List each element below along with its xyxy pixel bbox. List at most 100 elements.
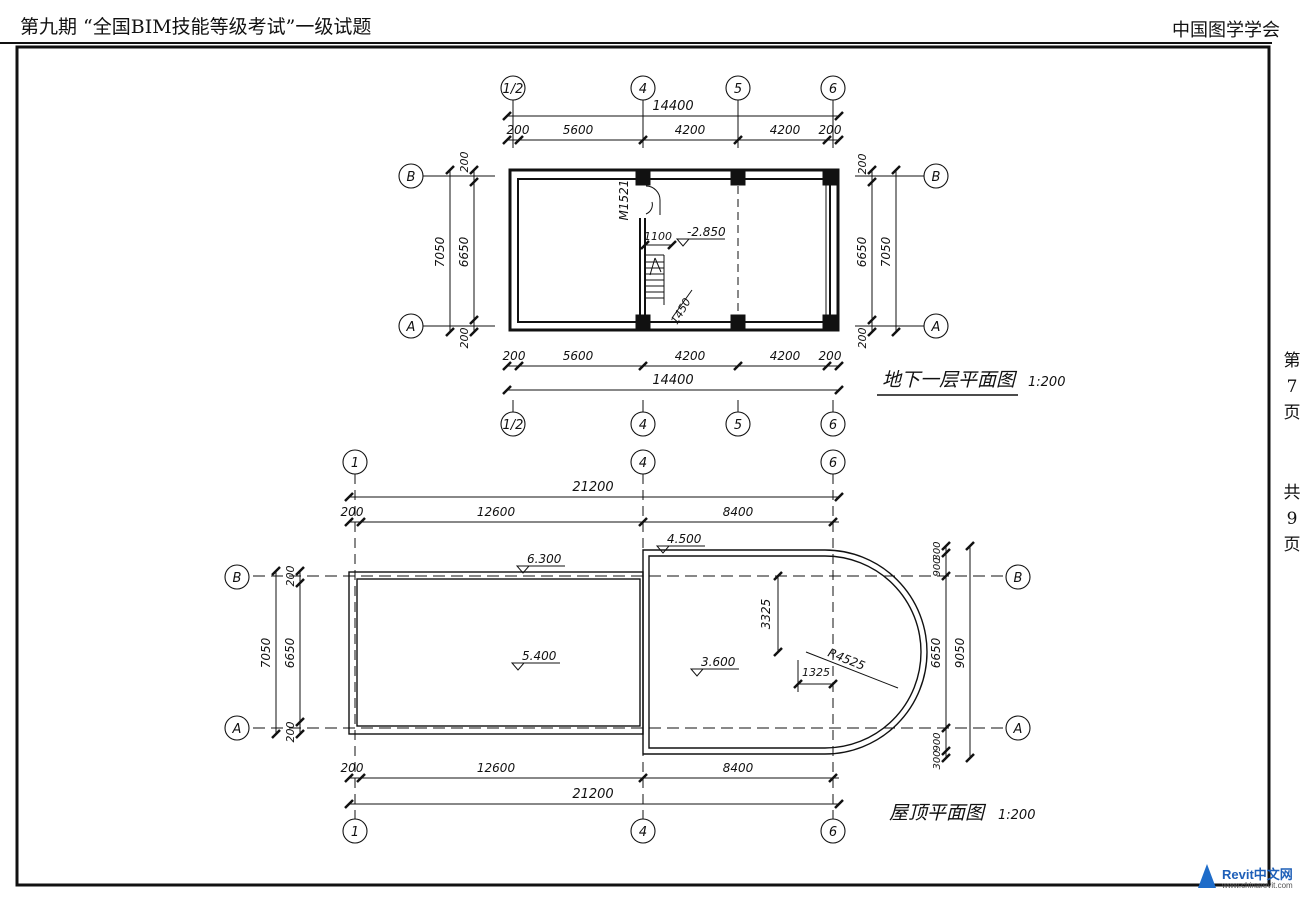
page-label-suffix: 页 xyxy=(1283,403,1301,423)
structural-column xyxy=(822,170,838,186)
dimension-text: 3325 xyxy=(759,599,773,630)
dimension-text: 300 xyxy=(932,541,943,560)
roof-axis-B-right-label: B xyxy=(1014,571,1023,586)
roof-level-4500: 4.500 xyxy=(667,532,702,546)
door-swing xyxy=(645,201,653,215)
sheet-border xyxy=(15,45,1271,887)
dimension-tick xyxy=(356,517,366,527)
dimension-tick xyxy=(344,799,354,809)
dimension-tick xyxy=(469,177,479,187)
dimension-tick xyxy=(271,729,281,739)
dimension-text: 1100 xyxy=(644,230,672,243)
dimension-text: 900 xyxy=(932,732,943,751)
dimension-text: 200 xyxy=(458,152,471,173)
structural-column xyxy=(635,314,651,330)
dimension-text: 300 xyxy=(932,750,943,769)
basement-total-width: 14400 xyxy=(652,99,693,114)
dimension-tick xyxy=(445,165,455,175)
dimension-text: 200 xyxy=(503,349,526,363)
dimension-tick xyxy=(941,723,951,733)
roof-left-inner xyxy=(356,578,641,727)
dimension-text: 8400 xyxy=(723,761,754,775)
roof-axis-A-left-bubble xyxy=(224,715,250,741)
dimension-tick xyxy=(295,566,305,576)
dimension-text: 4200 xyxy=(675,123,706,137)
dimension-line xyxy=(671,289,693,319)
basement-total-width: 14400 xyxy=(652,373,693,388)
roof-left-total-depth: 7050 xyxy=(259,637,273,668)
roof-total-width: 21200 xyxy=(572,480,613,495)
dimension-text: 200 xyxy=(284,722,297,743)
dimension-text: 900 xyxy=(932,557,943,576)
page-number: 7 xyxy=(1286,377,1298,397)
roof-level-3600: 3.600 xyxy=(701,655,736,669)
structural-column xyxy=(730,314,746,330)
dimension-tick xyxy=(822,135,832,145)
dimension-tick xyxy=(514,361,524,371)
dimension-tick xyxy=(773,571,783,581)
dimension-text: 8400 xyxy=(723,505,754,519)
roof-plan-title: 屋顶平面图 xyxy=(889,802,987,824)
basement-axis-4-bottom-label: 4 xyxy=(639,418,647,433)
dimension-text: 5600 xyxy=(563,123,594,137)
dimension-text: 4200 xyxy=(770,123,801,137)
dimension-tick xyxy=(834,799,844,809)
roof-axis-B-left-label: B xyxy=(233,571,242,586)
dimension-tick xyxy=(469,327,479,337)
door-label: M1521 xyxy=(617,180,631,221)
dimension-text: 200 xyxy=(819,349,842,363)
dimension-tick xyxy=(867,327,877,337)
roof-axis-B-left-bubble xyxy=(224,564,250,590)
stair-arrow xyxy=(649,257,662,276)
roof-axis-1-bottom-label: 1 xyxy=(351,825,359,840)
structural-column xyxy=(730,170,746,186)
roof-plan-scale: 1:200 xyxy=(998,808,1035,823)
dimension-tick xyxy=(502,385,512,395)
dimension-tick xyxy=(295,717,305,727)
dimension-tick xyxy=(834,492,844,502)
dimension-text: 5600 xyxy=(563,349,594,363)
roof-axis-A-right-bubble xyxy=(1005,715,1031,741)
dimension-tick xyxy=(502,361,512,371)
dimension-tick xyxy=(891,327,901,337)
dimension-text: 1325 xyxy=(802,666,830,679)
basement-axis-6-bottom-label: 6 xyxy=(829,418,837,433)
revit-logo-icon xyxy=(1198,864,1216,888)
dimension-tick xyxy=(834,385,844,395)
basement-axis-B-right-label: B xyxy=(932,170,941,185)
dimension-text: 12600 xyxy=(477,505,516,519)
dimension-tick xyxy=(941,571,951,581)
roof-right-total-depth: 9050 xyxy=(953,637,967,668)
roof-axis-6-top-label: 6 xyxy=(829,456,837,471)
roof-left-outline xyxy=(348,571,644,735)
dimension-text: 6650 xyxy=(283,637,297,668)
basement-plan-scale: 1:200 xyxy=(1028,375,1065,390)
dimension-text: 200 xyxy=(284,566,297,587)
dimension-tick xyxy=(733,135,743,145)
dimension-text: 200 xyxy=(458,328,471,349)
roof-right-inner xyxy=(648,555,922,749)
radius-leader xyxy=(805,651,899,689)
page-number-label: 第 7 页 xyxy=(1280,348,1304,426)
dimension-tick xyxy=(514,135,524,145)
watermark-logo: Revit中文网 www.chinarevit.com xyxy=(1198,862,1302,894)
roof-level-6300: 6.300 xyxy=(527,552,562,566)
dimension-tick xyxy=(867,165,877,175)
roof-axis-4-top-label: 4 xyxy=(639,456,647,471)
basement-inner-wall xyxy=(517,178,831,323)
dimension-text: 4200 xyxy=(675,349,706,363)
dimension-text: 12600 xyxy=(477,761,516,775)
organization-name: 中国图学学会 xyxy=(1172,20,1280,41)
dimension-text: 200 xyxy=(507,123,530,137)
total-pages: 9 xyxy=(1286,509,1298,529)
dimension-text: 200 xyxy=(856,154,869,175)
roof-level-5400: 5.400 xyxy=(522,649,557,663)
basement-axis-4-top-label: 4 xyxy=(639,82,647,97)
dimension-tick xyxy=(834,135,844,145)
dimension-text: 200 xyxy=(341,761,364,775)
dimension-tick xyxy=(867,177,877,187)
roof-right-outline xyxy=(642,549,928,755)
roof-total-width: 21200 xyxy=(572,787,613,802)
total-label-suffix: 页 xyxy=(1283,535,1301,555)
roof-axis-A-left-label: A xyxy=(232,722,242,737)
